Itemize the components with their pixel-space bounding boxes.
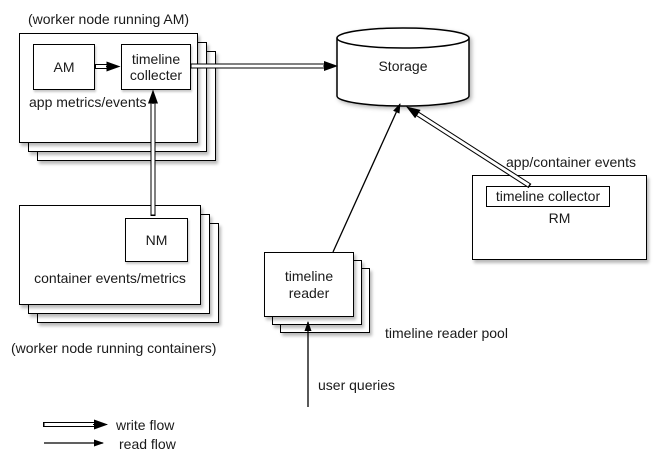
container-events-metrics-label: container events/metrics bbox=[34, 270, 186, 286]
legend-write-flow-label: write flow bbox=[116, 417, 175, 433]
timeline-collector-rm-box: timeline collector bbox=[486, 186, 610, 207]
am-label: AM bbox=[53, 58, 75, 75]
nm-label: NM bbox=[145, 231, 168, 248]
timeline-reader-label: timeline reader bbox=[284, 268, 334, 301]
legend-read-flow-label: read flow bbox=[119, 436, 176, 452]
rm-label: RM bbox=[548, 210, 571, 226]
timeline-collector-rm-label: timeline collector bbox=[495, 188, 601, 205]
timeline-reader-pool-label: timeline reader pool bbox=[385, 325, 508, 341]
am-box: AM bbox=[33, 44, 95, 90]
app-metrics-events-label: app metrics/events bbox=[29, 94, 147, 110]
nm-box: NM bbox=[125, 218, 188, 262]
timeline-reader-box: timeline reader bbox=[264, 252, 354, 317]
storage-label: Storage bbox=[378, 58, 428, 74]
worker-am-node-box: AM timeline collecter app metrics/events bbox=[19, 33, 198, 143]
worker-am-caption: (worker node running AM) bbox=[28, 11, 190, 27]
rm-box: timeline collector RM bbox=[472, 175, 647, 260]
app-container-events-label: app/container events bbox=[506, 154, 636, 170]
storage-cylinder-icon bbox=[336, 27, 470, 107]
timeline-collector-am-label: timeline collecter bbox=[129, 50, 183, 83]
worker-containers-caption: (worker node running containers) bbox=[11, 340, 217, 356]
user-queries-label: user queries bbox=[318, 377, 396, 393]
read-flow-arrow-reader-to-storage bbox=[332, 103, 401, 253]
worker-nm-node-box: NM container events/metrics bbox=[19, 205, 201, 305]
timeline-collector-am-box: timeline collecter bbox=[121, 44, 191, 90]
